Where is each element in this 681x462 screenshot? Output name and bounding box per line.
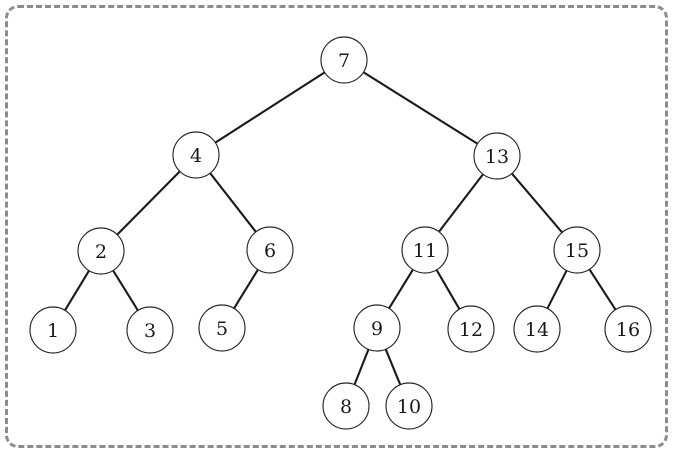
dashed-border-frame bbox=[5, 5, 668, 448]
tree-node-8[interactable]: 8 bbox=[322, 382, 370, 430]
tree-edge-9-10 bbox=[384, 347, 402, 387]
tree-edge-15-16 bbox=[588, 267, 617, 312]
node-circle-6 bbox=[246, 226, 294, 274]
node-label-6: 6 bbox=[264, 240, 276, 262]
tree-node-9[interactable]: 9 bbox=[353, 304, 401, 352]
tree-edge-9-8 bbox=[353, 347, 370, 387]
tree-edge-7-13 bbox=[362, 70, 479, 146]
node-circle-15 bbox=[553, 226, 601, 274]
node-circle-12 bbox=[447, 305, 495, 353]
tree-node-16[interactable]: 16 bbox=[604, 305, 652, 353]
node-label-9: 9 bbox=[371, 318, 383, 340]
node-circle-14 bbox=[513, 305, 561, 353]
node-label-1: 1 bbox=[47, 320, 59, 342]
node-label-13: 13 bbox=[485, 146, 509, 168]
tree-edge-13-15 bbox=[510, 172, 564, 234]
node-label-14: 14 bbox=[525, 319, 549, 341]
tree-node-15[interactable]: 15 bbox=[553, 226, 601, 274]
node-circle-11 bbox=[401, 226, 449, 274]
node-circle-8 bbox=[322, 382, 370, 430]
tree-edge-4-2 bbox=[115, 169, 182, 237]
tree-edge-11-9 bbox=[387, 268, 415, 310]
tree-edge-2-3 bbox=[111, 269, 140, 312]
node-label-4: 4 bbox=[190, 145, 202, 167]
tree-node-5[interactable]: 5 bbox=[198, 304, 246, 352]
node-circle-3 bbox=[126, 306, 174, 354]
tree-node-6[interactable]: 6 bbox=[246, 226, 294, 274]
node-circle-7 bbox=[320, 36, 368, 84]
tree-node-10[interactable]: 10 bbox=[385, 382, 433, 430]
tree-edges-layer bbox=[63, 70, 617, 387]
node-label-8: 8 bbox=[340, 396, 352, 418]
node-circle-16 bbox=[604, 305, 652, 353]
tree-edge-2-1 bbox=[63, 269, 91, 312]
node-circle-9 bbox=[353, 304, 401, 352]
node-circle-5 bbox=[198, 304, 246, 352]
tree-node-2[interactable]: 2 bbox=[77, 227, 125, 275]
node-label-11: 11 bbox=[413, 240, 437, 262]
tree-edge-15-14 bbox=[546, 269, 568, 310]
tree-node-7[interactable]: 7 bbox=[320, 36, 368, 84]
tree-node-13[interactable]: 13 bbox=[473, 132, 521, 180]
node-label-12: 12 bbox=[459, 319, 483, 341]
tree-node-11[interactable]: 11 bbox=[401, 226, 449, 274]
node-label-15: 15 bbox=[565, 240, 589, 262]
tree-node-14[interactable]: 14 bbox=[513, 305, 561, 353]
node-circle-13 bbox=[473, 132, 521, 180]
tree-edge-13-11 bbox=[437, 172, 485, 234]
node-label-10: 10 bbox=[397, 396, 421, 418]
node-label-5: 5 bbox=[216, 318, 228, 340]
node-label-3: 3 bbox=[144, 320, 156, 342]
node-label-7: 7 bbox=[338, 50, 350, 72]
tree-node-3[interactable]: 3 bbox=[126, 306, 174, 354]
node-circle-4 bbox=[172, 131, 220, 179]
tree-edge-7-4 bbox=[213, 71, 327, 144]
tree-edge-11-12 bbox=[435, 268, 461, 311]
tree-node-12[interactable]: 12 bbox=[447, 305, 495, 353]
node-label-16: 16 bbox=[616, 319, 640, 341]
node-circle-10 bbox=[385, 382, 433, 430]
tree-node-1[interactable]: 1 bbox=[29, 306, 77, 354]
tree-node-4[interactable]: 4 bbox=[172, 131, 220, 179]
node-label-2: 2 bbox=[95, 241, 107, 263]
node-circle-1 bbox=[29, 306, 77, 354]
tree-edge-6-5 bbox=[232, 268, 260, 310]
tree-edge-4-6 bbox=[208, 171, 258, 234]
node-circle-2 bbox=[77, 227, 125, 275]
